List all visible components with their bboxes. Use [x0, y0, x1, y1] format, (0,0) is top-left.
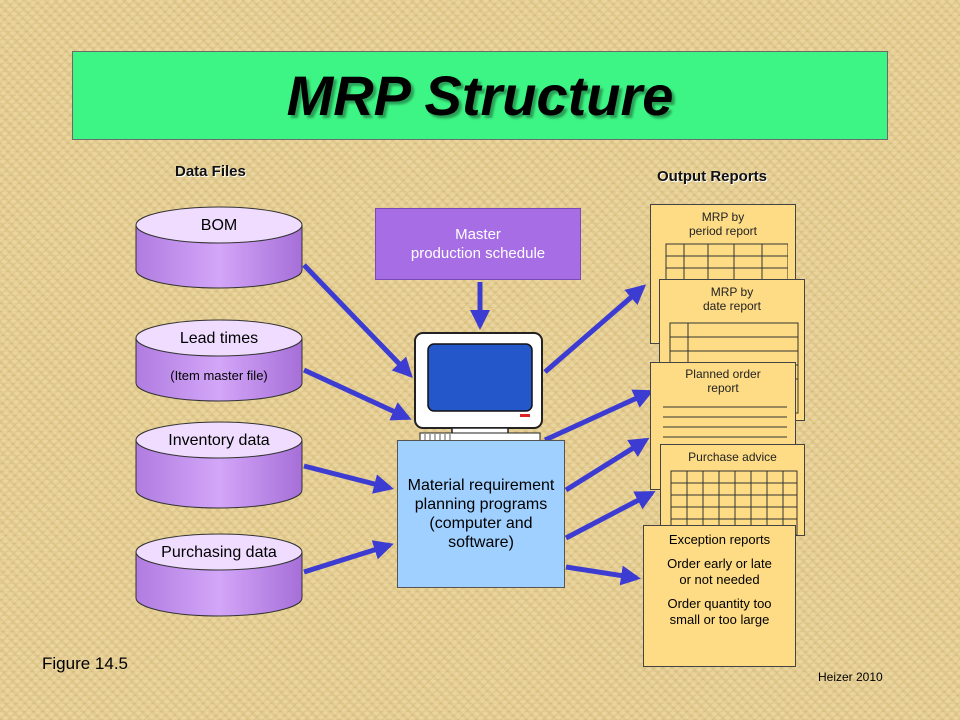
lead-times-label: Lead times — [179, 330, 259, 347]
period-report-line2: period report — [688, 224, 758, 238]
purchasing-data-label: Purchasing data — [161, 544, 277, 561]
exception-reports-sheet: Exception reports Order early or late or… — [643, 525, 796, 667]
mrp-programs-box: Material requirement planning programs (… — [397, 440, 565, 588]
purchase-advice-label: Purchase advice — [688, 450, 777, 464]
arrow-inventory — [303, 463, 394, 494]
exception-line2: or not needed — [679, 572, 760, 587]
exception-line4: small or too large — [669, 612, 770, 627]
purchase-advice-sheet: Purchase advice — [660, 444, 805, 536]
page-title: MRP Structure — [286, 64, 674, 127]
arrow-planned-report — [564, 437, 650, 493]
date-report-line2: date report — [702, 299, 762, 313]
arrow-date-report — [543, 389, 654, 443]
master-production-schedule-box: Master production schedule — [375, 208, 581, 280]
data-files-heading: Data Files — [175, 163, 246, 180]
exception-reports-title: Exception reports — [668, 532, 771, 547]
exception-line1: Order early or late — [667, 556, 772, 571]
arrow-purchasing — [303, 540, 394, 575]
figure-label: Figure 14.5 — [42, 654, 128, 673]
arrow-purchase-advice — [564, 490, 656, 541]
mrp-programs-label: Material requirement planning programs (… — [407, 477, 555, 551]
mps-line2: production schedule — [410, 245, 546, 262]
purchase-advice-grid — [670, 470, 797, 536]
lead-times-cylinder — [135, 319, 303, 402]
computer-icon — [414, 332, 543, 442]
date-report-line1: MRP by — [710, 285, 754, 299]
period-report-line1: MRP by — [701, 210, 745, 224]
planned-report-line1: Planned order — [685, 367, 761, 381]
lead-times-sublabel: (Item master file) — [170, 368, 268, 383]
title-banner: MRP Structure — [72, 51, 888, 140]
planned-report-line2: report — [707, 381, 739, 395]
credit-label: Heizer 2010 — [818, 670, 883, 684]
inventory-data-cylinder — [135, 421, 303, 509]
exception-line3: Order quantity too — [667, 596, 772, 611]
bom-label: BOM — [200, 217, 238, 234]
inventory-data-label: Inventory data — [168, 432, 270, 449]
arrow-exception-reports — [565, 564, 641, 586]
mps-line1: Master — [455, 226, 501, 243]
bom-cylinder — [135, 206, 303, 289]
arrow-lead-times — [302, 367, 412, 421]
purchasing-data-cylinder — [135, 533, 303, 617]
arrow-period-report — [543, 284, 647, 374]
output-reports-heading: Output Reports — [657, 168, 767, 185]
flow-arrows — [302, 263, 656, 586]
arrow-bom — [302, 263, 413, 378]
